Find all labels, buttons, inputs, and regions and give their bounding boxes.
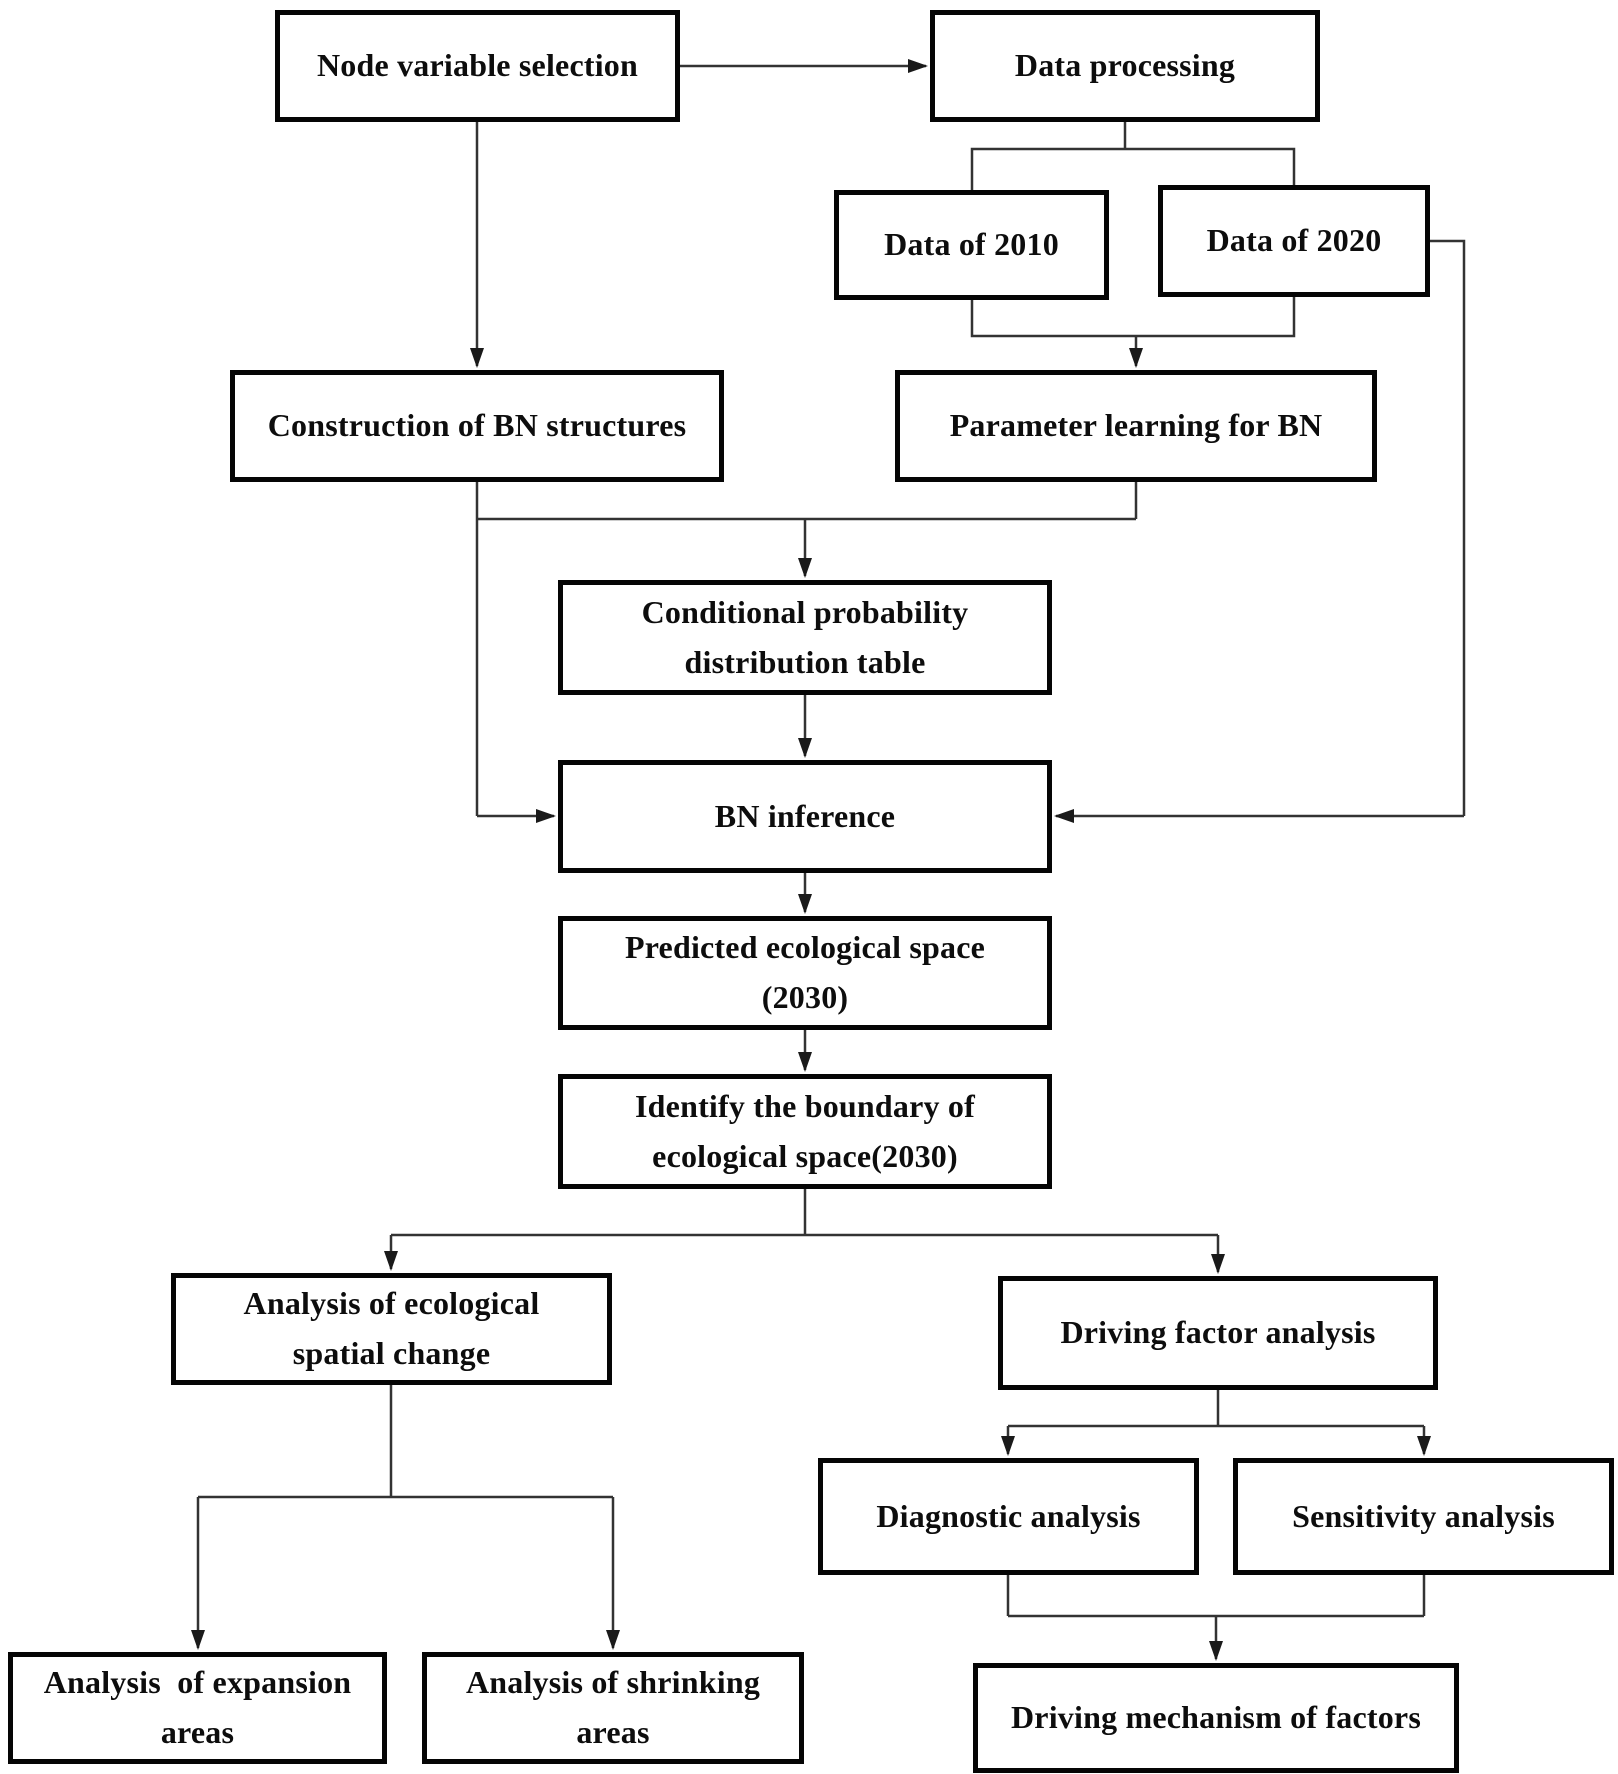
flow-node-node-variable-selection-label: Node variable selection [317, 47, 638, 84]
flow-node-diagnostic: Diagnostic analysis [818, 1458, 1199, 1575]
flow-node-expansion: Analysis of expansion areas [8, 1652, 387, 1764]
flow-node-diagnostic-label: Diagnostic analysis [876, 1497, 1141, 1534]
flow-node-shrinking-label: Analysis of shrinking areas [465, 1664, 761, 1750]
flow-node-data-2020: Data of 2020 [1158, 185, 1430, 297]
flow-node-parameter-learning: Parameter learning for BN [895, 370, 1377, 482]
flow-node-data-2010: Data of 2010 [834, 190, 1109, 300]
flow-node-expansion-label: Analysis of expansion areas [43, 1664, 352, 1750]
flow-node-node-variable-selection: Node variable selection [275, 10, 680, 122]
flow-node-driving-factor-label: Driving factor analysis [1060, 1314, 1376, 1351]
flow-node-analysis-ecological-change-label: Analysis of ecological spatial change [243, 1285, 540, 1371]
edge-drivingfactor-split [1008, 1390, 1424, 1428]
flow-node-driving-mechanism-label: Driving mechanism of factors [1011, 1699, 1421, 1736]
flow-node-construction-bn: Construction of BN structures [230, 370, 724, 482]
flow-node-analysis-ecological-change: Analysis of ecological spatial change [171, 1273, 612, 1385]
flow-node-shrinking: Analysis of shrinking areas [422, 1652, 804, 1764]
edge-spatialchange-split [198, 1385, 613, 1499]
flow-node-predicted-space: Predicted ecological space (2030) [558, 916, 1052, 1030]
flow-node-data-processing: Data processing [930, 10, 1320, 122]
flow-node-bn-inference: BN inference [558, 760, 1052, 873]
edge-identify-split [391, 1189, 1218, 1237]
flow-node-sensitivity: Sensitivity analysis [1233, 1458, 1614, 1575]
flow-node-sensitivity-label: Sensitivity analysis [1292, 1497, 1555, 1534]
edge-data-merge [970, 297, 1296, 338]
flow-node-identify-boundary-label: Identify the boundary of ecological spac… [635, 1087, 975, 1174]
edge-structure-parameter-merge [477, 482, 1138, 521]
flow-node-construction-bn-label: Construction of BN structures [267, 407, 687, 444]
flow-node-conditional-probability: Conditional probability distribution tab… [558, 580, 1052, 695]
flow-node-identify-boundary: Identify the boundary of ecological spac… [558, 1074, 1052, 1189]
flow-node-driving-mechanism: Driving mechanism of factors [973, 1663, 1459, 1773]
edge-data2020-loop [1430, 239, 1466, 816]
flow-node-data-processing-label: Data processing [1014, 47, 1236, 84]
flow-node-data-2020-label: Data of 2020 [1206, 222, 1382, 259]
edge-diagnostic-sensitivity-merge [1006, 1575, 1426, 1618]
flow-node-predicted-space-label: Predicted ecological space (2030) [624, 929, 986, 1015]
flow-node-parameter-learning-label: Parameter learning for BN [949, 407, 1323, 444]
edge-dataprocessing-split [970, 122, 1296, 190]
flow-node-driving-factor: Driving factor analysis [998, 1276, 1438, 1390]
flow-node-conditional-probability-label: Conditional probability distribution tab… [641, 593, 969, 680]
flow-node-data-2010-label: Data of 2010 [884, 226, 1059, 263]
flow-node-bn-inference-label: BN inference [714, 797, 896, 834]
